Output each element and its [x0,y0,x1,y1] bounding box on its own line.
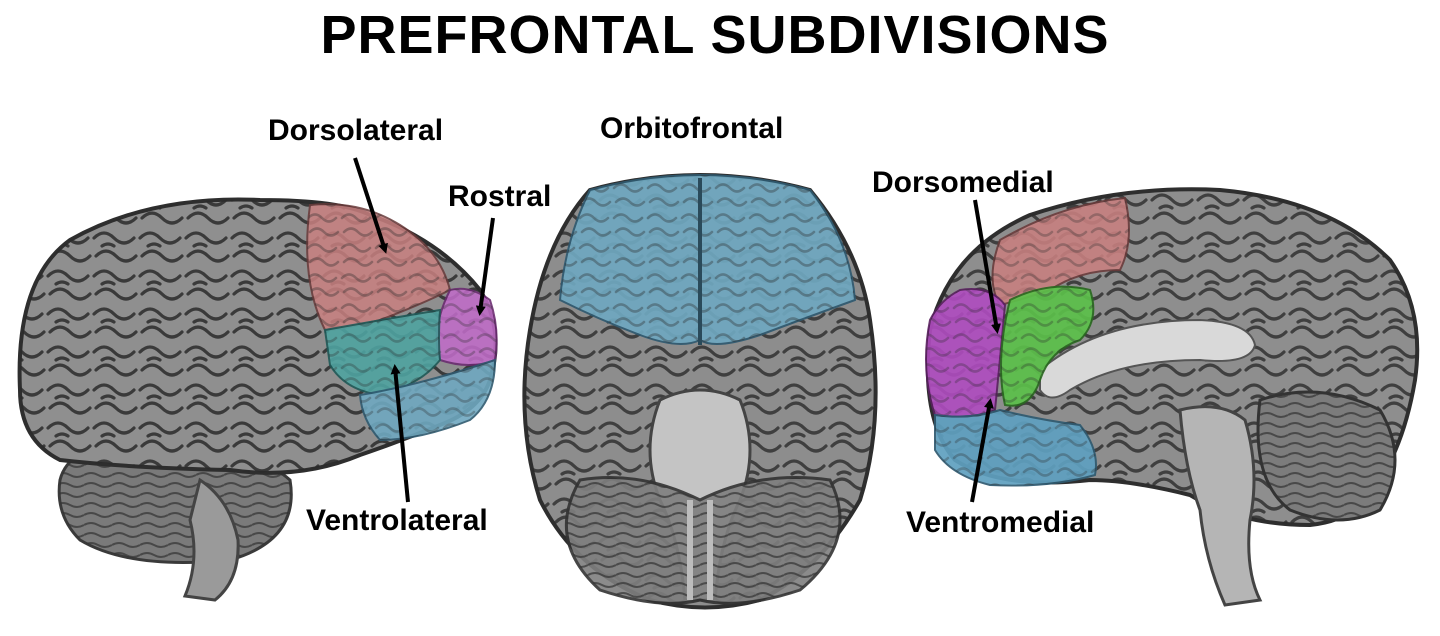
ventrolateral-arrow [390,364,410,503]
lateral-view [17,157,498,602]
label-orbitofrontal: Orbitofrontal [600,112,784,145]
corpus-callosum [1039,318,1257,399]
medial-view [925,187,1420,607]
ventromedial-arrow [970,398,994,503]
figure-title: PREFRONTAL SUBDIVISIONS [320,5,1110,65]
rostral-arrow [475,217,495,316]
dorsolateral-arrow [353,157,388,254]
label-dorsomedial: Dorsomedial [872,166,1054,199]
label-dorsolateral: Dorsolateral [268,114,444,147]
lateral-brainstem [182,477,240,602]
label-rostral: Rostral [448,180,552,213]
dorsomedial-arrow [973,199,1001,334]
label-ventromedial: Ventromedial [906,506,1095,539]
ventral-view [522,173,878,610]
medial-brainstem [1178,405,1263,607]
label-ventrolateral: Ventrolateral [306,504,488,537]
